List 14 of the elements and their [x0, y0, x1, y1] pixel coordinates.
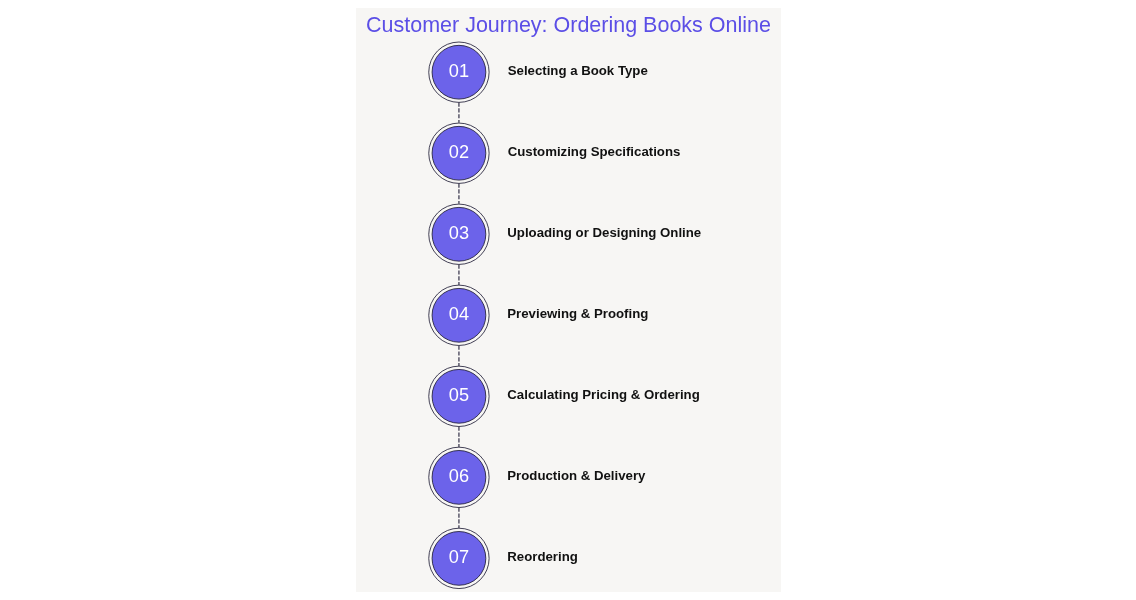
diagram-title: Customer Journey: Ordering Books Online — [365, 12, 771, 37]
node-label: Calculating Pricing & Ordering — [506, 386, 700, 402]
connector — [457, 345, 459, 367]
node-label: Selecting a Book Type — [507, 62, 648, 78]
node-label: Uploading or Designing Online — [506, 224, 701, 240]
connector — [457, 507, 459, 529]
node-label: Customizing Specifications — [507, 143, 680, 159]
node-label: Production & Delivery — [506, 467, 645, 483]
connector — [457, 426, 459, 448]
node-label: Previewing & Proofing — [506, 305, 648, 321]
node-label: Reordering — [506, 548, 578, 564]
connector — [457, 264, 459, 286]
connector — [457, 102, 459, 124]
connector — [457, 183, 459, 205]
